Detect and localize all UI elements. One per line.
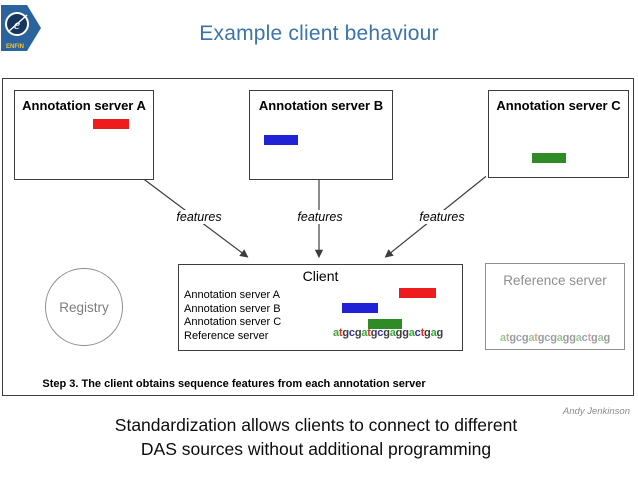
features-label-b: features bbox=[294, 210, 346, 224]
reference-sequence: atgcgatgcgaggactgag bbox=[499, 332, 611, 344]
summary-caption-line2: DAS sources without additional programmi… bbox=[140, 438, 492, 459]
annotation-server-a-box: Annotation server A bbox=[14, 90, 154, 180]
feature-chip-red bbox=[93, 119, 129, 129]
features-label-c: features bbox=[416, 210, 468, 224]
registry-circle: Registry bbox=[45, 268, 123, 346]
logo-glyph: e bbox=[14, 18, 20, 33]
client-box: Client Annotation server A Annotation se… bbox=[178, 264, 463, 351]
step-caption: Step 3. The client obtains sequence feat… bbox=[42, 378, 426, 390]
summary-caption: Standardization allows clients to connec… bbox=[0, 414, 632, 461]
client-track-red bbox=[399, 288, 436, 298]
author-credit: Andy Jenkinson bbox=[562, 406, 630, 417]
diagram-frame: Annotation server A Annotation server B … bbox=[2, 78, 634, 396]
client-row-server-a: Annotation server A bbox=[184, 289, 281, 301]
registry-label: Registry bbox=[59, 299, 109, 315]
reference-server-label: Reference server bbox=[503, 273, 607, 288]
feature-chip-green bbox=[532, 153, 566, 163]
client-source-list: Annotation server A Annotation server B … bbox=[184, 289, 281, 343]
feature-chip-blue bbox=[264, 135, 298, 145]
annotation-server-c-box: Annotation server C bbox=[488, 90, 629, 178]
client-row-reference: Reference server bbox=[184, 329, 269, 342]
client-track-blue bbox=[342, 303, 378, 313]
client-title: Client bbox=[302, 268, 339, 284]
features-label-a: features bbox=[173, 210, 225, 224]
annotation-server-a-label: Annotation server A bbox=[22, 98, 146, 113]
reference-server-box: Reference server atgcgatgcgaggactgag bbox=[485, 263, 625, 350]
client-row-server-b: Annotation server B bbox=[184, 302, 281, 315]
client-track-green bbox=[368, 319, 402, 329]
annotation-server-b-box: Annotation server B bbox=[249, 90, 393, 180]
logo-text: ENFIN bbox=[6, 44, 24, 50]
client-sequence: atgcgatgcgaggactgag bbox=[333, 327, 444, 339]
summary-caption-line1: Standardization allows clients to connec… bbox=[114, 415, 518, 435]
client-row-server-c: Annotation server C bbox=[184, 316, 282, 329]
slide-title: Example client behaviour bbox=[199, 22, 439, 45]
annotation-server-c-label: Annotation server C bbox=[496, 98, 621, 113]
annotation-server-b-label: Annotation server B bbox=[258, 98, 384, 113]
enfin-logo: e ENFIN bbox=[1, 5, 41, 52]
